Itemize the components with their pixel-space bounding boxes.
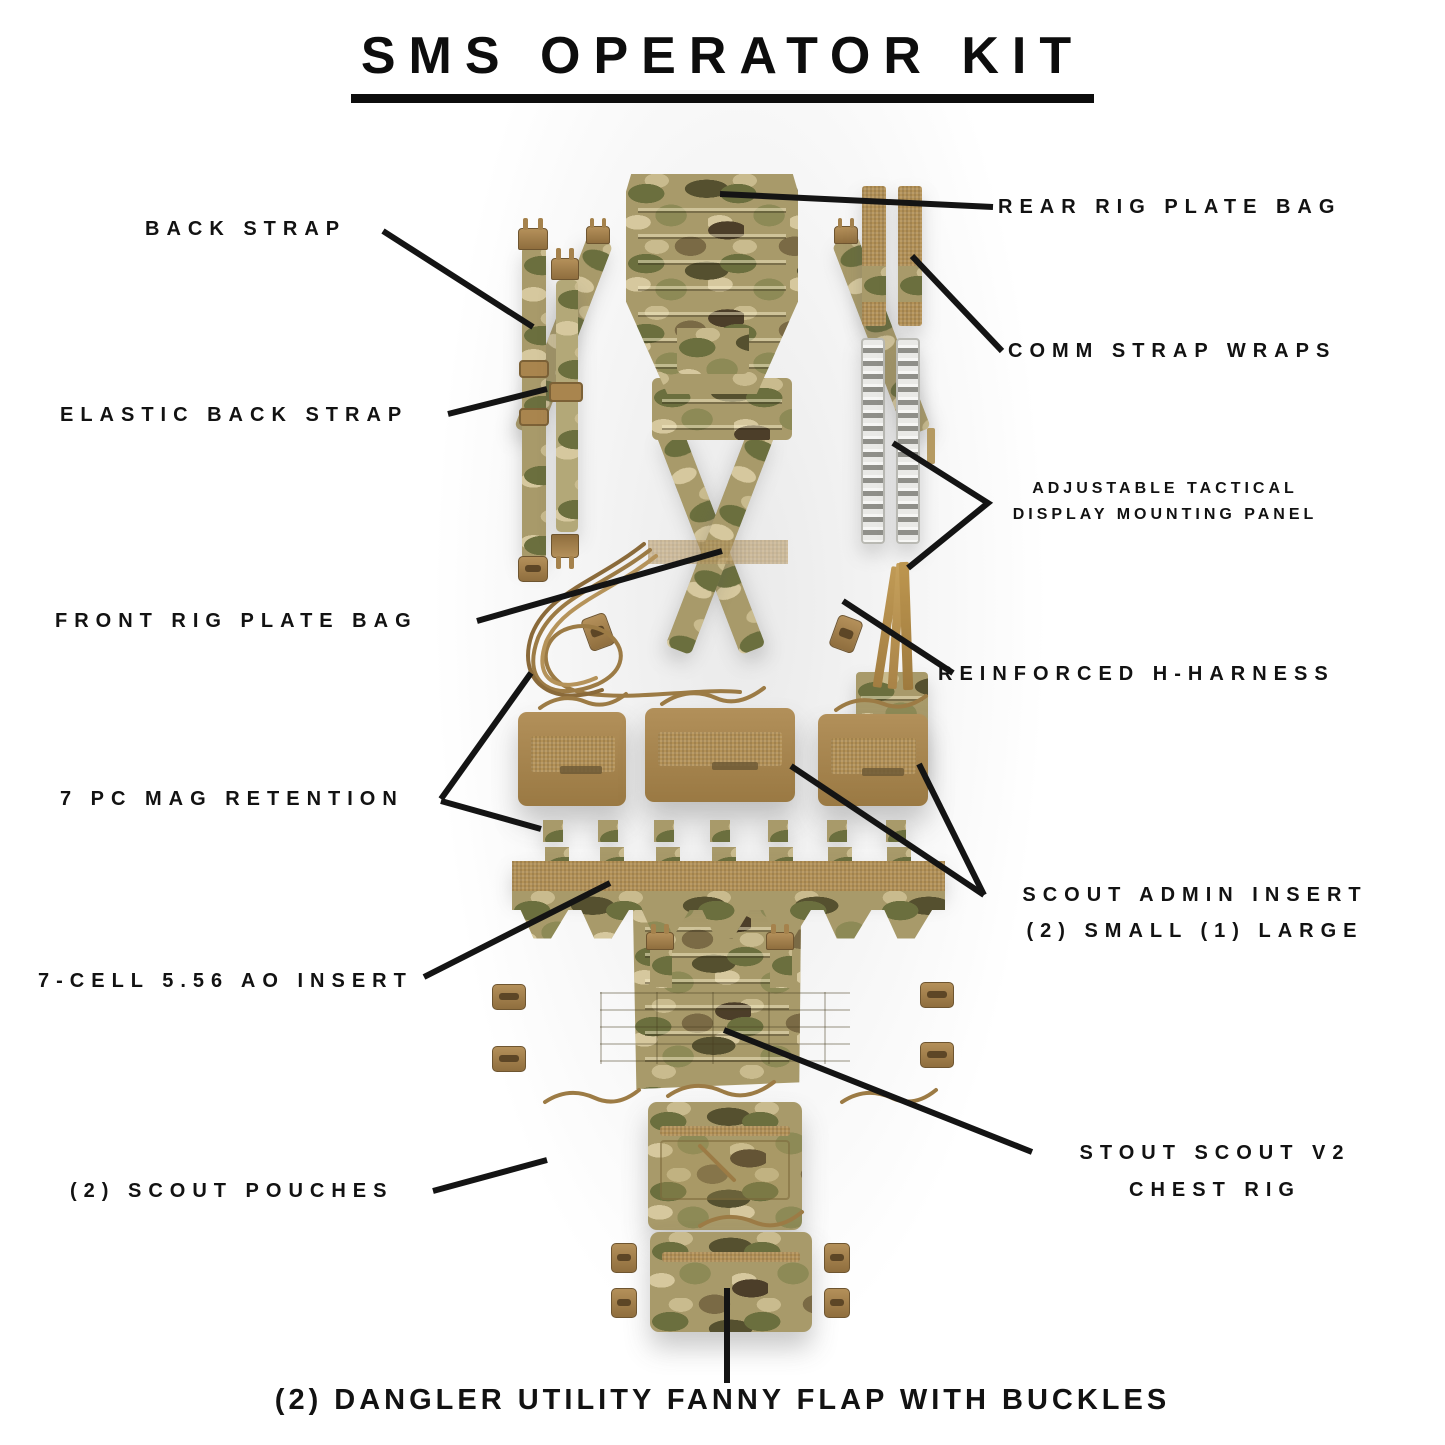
front-rig-plate-bag-band [648,540,788,564]
h-harness-left-leg-buckle [579,611,617,653]
comm-strap-wrap-right [898,186,922,326]
chest-rig-top-strap-right [770,946,792,988]
label-scout-admin-line2: (2) SMALL (1) LARGE [1026,920,1364,942]
label-comm-strap-wraps: COMM STRAP WRAPS [1008,340,1337,362]
dangler-buckle-left-upper [611,1243,637,1273]
label-stout-scout-line1: STOUT SCOUT V2 [1079,1142,1351,1164]
label-dangler-flap: (2) DANGLER UTILITY FANNY FLAP WITH BUCK… [274,1384,1171,1416]
fanny-flap-middle-zip-band [660,1126,790,1136]
scout-admin-insert-large-velcro [658,732,782,766]
scout-admin-insert-large-tag [712,762,758,770]
page-title: SMS OPERATOR KIT [0,26,1445,103]
mounting-panel-stick-3 [898,561,914,691]
scout-admin-insert-small-right-tag [862,768,904,776]
mag-retention-loop [886,820,906,842]
mag-retention-loop [598,820,618,842]
label-rear-rig-plate-bag: REAR RIG PLATE BAG [998,196,1342,218]
dangler-buckle-right-lower [824,1288,850,1318]
elastic-back-strap-top-buckle [551,248,579,280]
comm-strap-wrap-right-camo [898,266,922,302]
chest-rig-top-strap-left [650,946,672,988]
label-front-rig-plate-bag: FRONT RIG PLATE BAG [55,610,418,632]
h-harness-right-leg-buckle [827,613,865,655]
seven-cell-insert-tab [545,847,569,863]
mounting-panel-ladder-left [861,338,885,544]
chest-rig-top-buckle-right [766,924,794,950]
back-strap-bottom-buckle [518,556,548,582]
label-back-strap: BACK STRAP [145,218,347,240]
label-mounting-panel: ADJUSTABLE TACTICAL DISPLAY MOUNTING PAN… [1000,480,1330,524]
scout-admin-insert-small-left-tag [560,766,602,774]
seven-cell-insert-body [512,891,945,939]
label-elastic-back-strap: ELASTIC BACK STRAP [60,404,409,426]
chest-rig-buckle-right-upper [920,982,954,1008]
mag-retention-loop [654,820,674,842]
dangler-buckle-left-lower [611,1288,637,1318]
seven-cell-insert-tab [600,847,624,863]
label-mag-retention: 7 PC MAG RETENTION [60,788,404,810]
label-stout-scout: STOUT SCOUT V2 CHEST RIG [1035,1142,1395,1202]
leader-comm-strap [909,253,1005,354]
chest-rig-buckle-left-lower [492,1046,526,1072]
dangler-buckle-right-upper [824,1243,850,1273]
fanny-flap-middle-velcro [660,1140,790,1200]
mounting-panel-side-tab [927,428,935,464]
elastic-back-strap-image [556,280,578,532]
back-strap-slide-lower [519,408,549,426]
rear-rig-plate-bag-flap [677,328,749,374]
comm-strap-wrap-left [862,186,886,326]
label-stout-scout-line2: CHEST RIG [1129,1179,1301,1201]
label-scout-pouches: (2) SCOUT POUCHES [70,1180,394,1202]
mag-retention-loop [768,820,788,842]
comm-strap-wrap-left-camo [862,266,886,302]
elastic-back-strap-bottom-buckle [551,534,579,558]
chest-rig-buckle-right-lower [920,1042,954,1068]
page-title-text: SMS OPERATOR KIT [350,26,1095,103]
back-strap-slide-upper [519,360,549,378]
seven-cell-insert-tab [656,847,680,863]
label-scout-admin: SCOUT ADMIN INSERT (2) SMALL (1) LARGE [985,884,1405,943]
chest-rig-top-buckle-left [646,924,674,950]
label-seven-cell-insert: 7-CELL 5.56 AO INSERT [38,970,413,992]
label-mounting-panel-line2: DISPLAY MOUNTING PANEL [1012,506,1318,523]
label-mounting-panel-line1: ADJUSTABLE TACTICAL [1032,480,1298,497]
elastic-back-strap-slide [549,382,583,402]
chest-rig-buckle-left-upper [492,984,526,1010]
dangler-fanny-flap-image [650,1232,812,1332]
seven-cell-insert-tab [769,847,793,863]
seven-cell-insert-velcro-band [512,861,945,893]
dangler-fanny-flap-zip-band [662,1252,800,1262]
seven-cell-insert-tab [712,847,736,863]
mag-retention-loop [543,820,563,842]
mag-retention-loop [710,820,730,842]
chest-rig-molle-grid [600,992,850,1064]
mounting-panel-ladder-right [896,338,920,544]
h-harness-left-top-buckle [586,218,610,244]
leader-back-strap [381,228,535,330]
label-reinforced-h-harness: REINFORCED H-HARNESS [938,663,1335,685]
back-strap-image [522,246,546,560]
back-strap-top-buckle [518,218,548,250]
label-scout-admin-line1: SCOUT ADMIN INSERT [1022,884,1368,906]
leader-scout-pouches [432,1157,548,1194]
mag-retention-loop [827,820,847,842]
h-harness-right-top-buckle [834,218,858,244]
